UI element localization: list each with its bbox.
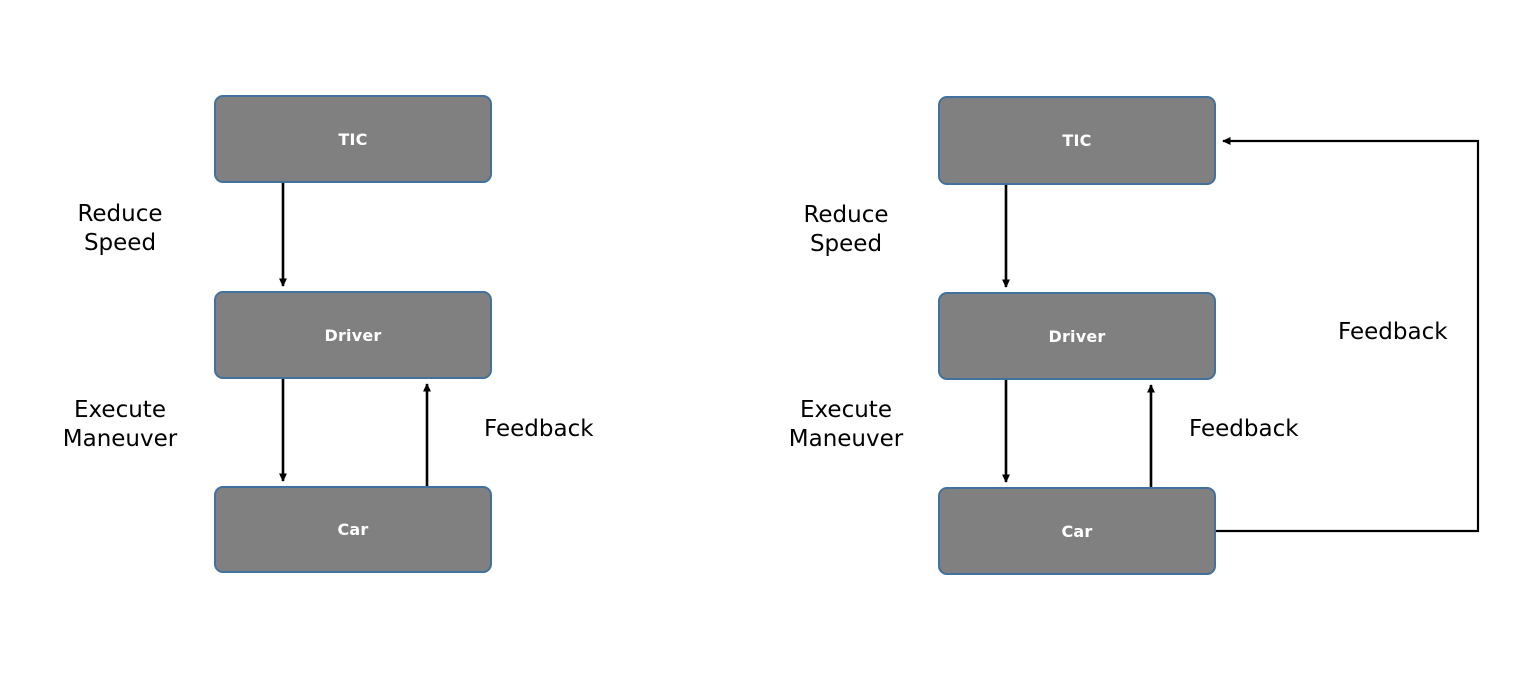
edge-label-feedback-outer: Feedback xyxy=(1338,319,1448,345)
edge-label-execute-maneuver: Execute Maneuver xyxy=(788,397,904,452)
edge-label-reduce-speed: Reduce Speed xyxy=(803,202,889,257)
edge-label-execute-maneuver: Execute Maneuver xyxy=(62,397,178,452)
node-driver[interactable]: Driver xyxy=(938,292,1216,380)
edge-label-reduce-speed: Reduce Speed xyxy=(77,201,163,256)
node-tic[interactable]: TIC xyxy=(938,96,1216,185)
node-car[interactable]: Car xyxy=(938,487,1216,575)
edge-label-feedback-inner: Feedback xyxy=(1189,416,1299,442)
node-car[interactable]: Car xyxy=(214,486,492,573)
edge-label-feedback: Feedback xyxy=(484,416,594,442)
node-driver[interactable]: Driver xyxy=(214,291,492,379)
node-tic[interactable]: TIC xyxy=(214,95,492,183)
